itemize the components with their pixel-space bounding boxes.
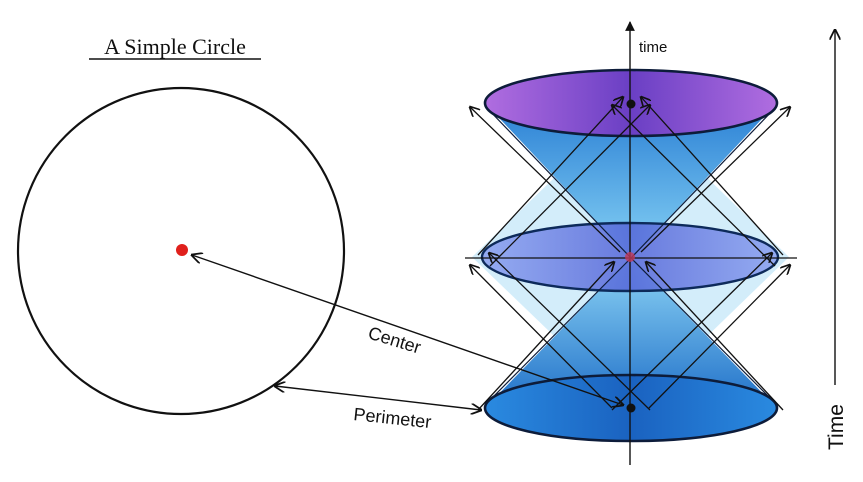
future-light-cone [485, 103, 777, 258]
simple-circle-panel: A Simple Circle [16, 34, 346, 416]
time-side-label: Time [825, 404, 848, 450]
circle-perimeter [16, 86, 346, 416]
light-cone-diagram: time Time [465, 21, 848, 465]
time-axis-label: time [639, 39, 667, 56]
circle-center-dot [176, 244, 188, 256]
present-apex-point [625, 252, 635, 262]
connector-arrows [192, 255, 623, 410]
circle-title: A Simple Circle [104, 34, 246, 59]
center-label: Center [366, 323, 424, 358]
future-apex-point [626, 99, 636, 109]
perimeter-label: Perimeter [353, 404, 433, 432]
center-connector-arrow [192, 255, 623, 405]
past-apex-point [626, 403, 636, 413]
perimeter-connector-arrow [275, 386, 481, 410]
